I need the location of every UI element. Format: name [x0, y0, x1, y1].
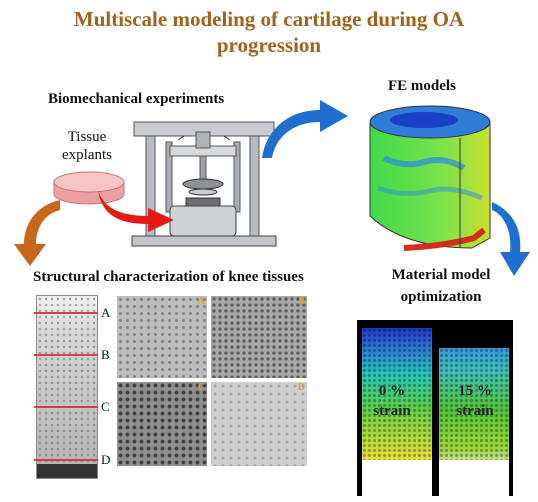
fe-model-mesh: [369, 105, 491, 251]
arrow-fe-to-optimization-icon: [492, 202, 530, 276]
marker-line-d: [34, 459, 98, 461]
strain-unit-right: strain: [456, 403, 494, 419]
histology-strip: [36, 295, 98, 479]
page-title: Multiscale modeling of cartilage during …: [0, 6, 538, 58]
strain-map-base-left: [362, 460, 432, 496]
panel-tag-a: A: [197, 296, 205, 307]
arrow-explant-to-structural-icon: [14, 200, 60, 266]
material-model-optimization-label: Material model optimization: [366, 264, 516, 308]
material-label-line-2: optimization: [400, 289, 482, 305]
strain-map-base-right: [439, 460, 509, 496]
marker-label-a: A: [101, 305, 111, 320]
testing-machine: [131, 121, 277, 247]
panel-tag-d: D: [297, 382, 305, 393]
histology-panel-d: D: [211, 382, 307, 466]
histology-panel-b: B: [211, 296, 307, 378]
arrow-explant-to-device-icon: [98, 190, 174, 232]
histology-panel-c: C: [117, 382, 207, 466]
marker-label-d: D: [101, 452, 111, 467]
strain-value-right: 15 %: [458, 383, 492, 399]
title-line-1: Multiscale modeling of cartilage during …: [73, 7, 465, 31]
title-line-2: progression: [216, 33, 322, 57]
panel-tag-c: C: [197, 382, 205, 393]
fe-models-label: FE models: [388, 78, 456, 94]
strain-unit-left: strain: [373, 403, 411, 419]
marker-line-a: [34, 312, 98, 314]
tissue-label-line-2: explants: [62, 147, 112, 163]
strain-map-0-percent: [362, 328, 432, 480]
biomechanical-experiments-label: Biomechanical experiments: [48, 91, 225, 107]
strain-map-panel: [357, 320, 513, 496]
strain-map-15-percent: [439, 348, 509, 480]
tissue-explants-label: Tissue explants: [52, 128, 122, 164]
marker-line-c: [34, 406, 98, 408]
material-label-line-1: Material model: [391, 267, 491, 283]
strain-label-left: 0 % strain: [364, 381, 420, 421]
strain-value-left: 0 %: [378, 383, 406, 399]
strain-label-right: 15 % strain: [443, 381, 507, 421]
histology-panel-a: A: [117, 296, 207, 378]
arrow-device-to-fe-icon: [262, 100, 348, 158]
marker-line-b: [34, 354, 98, 356]
marker-label-c: C: [101, 399, 110, 414]
marker-label-b: B: [101, 347, 110, 362]
tissue-explant-disc: [53, 171, 125, 205]
structural-characterization-label: Structural characterization of knee tiss…: [33, 269, 304, 285]
panel-tag-b: B: [298, 296, 305, 307]
tissue-label-line-1: Tissue: [67, 129, 107, 145]
